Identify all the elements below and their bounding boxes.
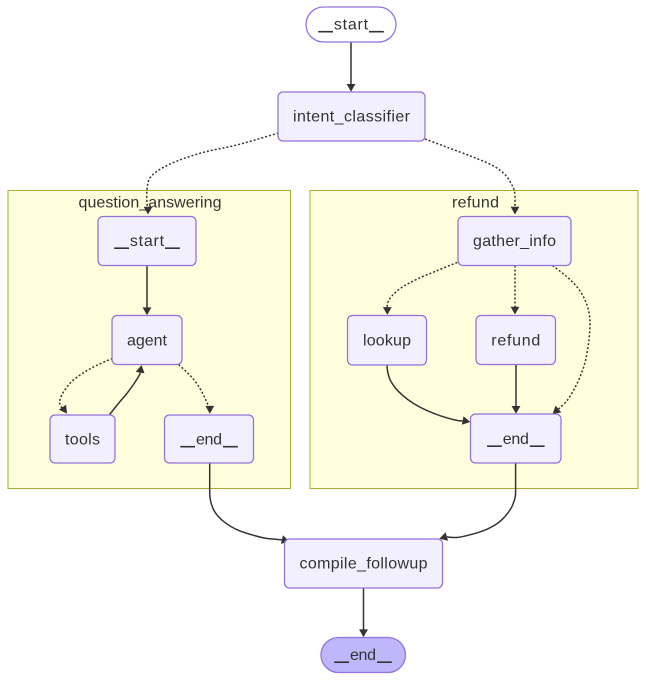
svg-text:end: end <box>503 431 529 448</box>
svg-text:end: end <box>350 647 376 664</box>
svg-text:start: start <box>334 17 369 34</box>
svg-text:refund: refund <box>452 195 499 212</box>
svg-text:compile_followup: compile_followup <box>300 556 428 573</box>
svg-text:start: start <box>130 233 165 250</box>
svg-text:end: end <box>196 432 222 449</box>
svg-text:agent: agent <box>127 333 168 350</box>
svg-text:lookup: lookup <box>363 333 411 350</box>
svg-text:refund: refund <box>491 333 540 350</box>
svg-text:gather_info: gather_info <box>473 233 556 250</box>
svg-text:intent_classifier: intent_classifier <box>293 109 411 126</box>
svg-text:tools: tools <box>65 432 100 449</box>
svg-text:question_answering: question_answering <box>79 195 222 212</box>
